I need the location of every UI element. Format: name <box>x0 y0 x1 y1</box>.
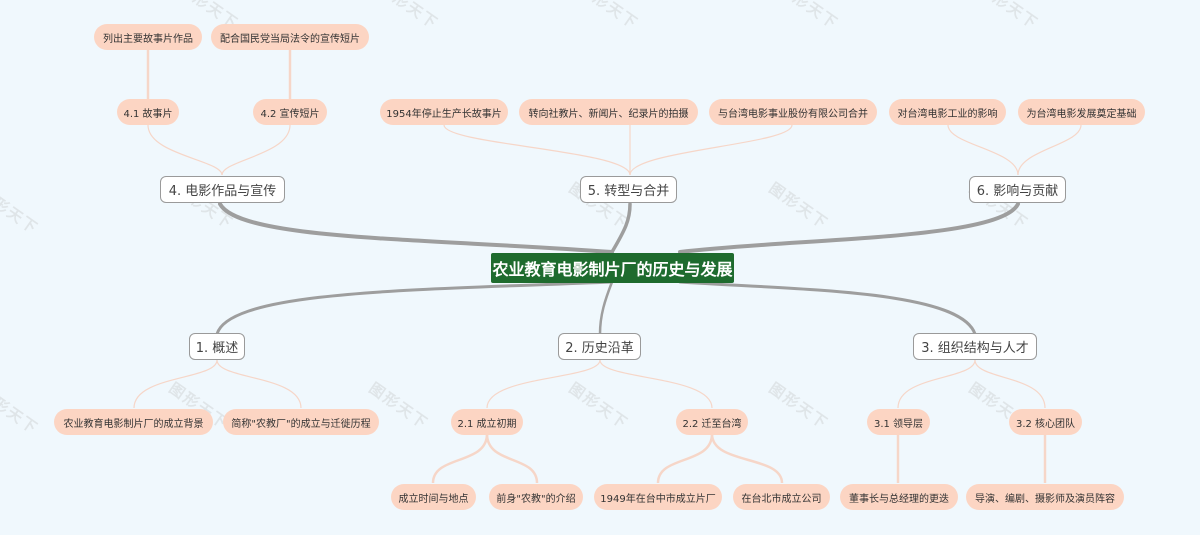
leaf-label: 配合国民党当局法令的宣传短片 <box>220 33 360 45</box>
subtopic-label: 4.1 故事片 <box>123 108 173 120</box>
root-label: 农业教育电影制片厂的历史与发展 <box>492 260 733 279</box>
subtopic-node[interactable]: 2.2 迁至台湾 <box>676 409 748 435</box>
watermark: 图形天下 <box>0 384 42 438</box>
watermark: 图形天下 <box>575 0 642 33</box>
leaf-node[interactable]: 列出主要故事片作品 <box>94 24 202 50</box>
leaf-node[interactable]: 配合国民党当局法令的宣传短片 <box>211 24 369 50</box>
subtopic-label: 简称"农教厂"的成立与迁徙历程 <box>231 418 371 430</box>
subtopic-label: 农业教育电影制片厂的成立背景 <box>63 418 204 430</box>
watermark: 图形天下 <box>975 0 1042 33</box>
leaf-label: 1949年在台中市成立片厂 <box>600 493 716 505</box>
leaf-node[interactable]: 成立时间与地点 <box>391 484 476 510</box>
leaf-node[interactable]: 导演、编剧、摄影师及演员阵容 <box>966 484 1124 510</box>
watermark: 图形天下 <box>765 179 832 233</box>
leaf-label: 导演、编剧、摄影师及演员阵容 <box>975 493 1115 505</box>
subtopic-label: 转向社教片、新闻片、纪录片的拍摄 <box>528 108 689 120</box>
root-node[interactable]: 农业教育电影制片厂的历史与发展 <box>491 253 734 283</box>
subtopic-node[interactable]: 1954年停止生产长故事片 <box>380 99 508 125</box>
branch-label: 2. 历史沿革 <box>565 341 634 356</box>
watermark: 图形天下 <box>775 0 842 33</box>
subtopic-node[interactable]: 对台湾电影工业的影响 <box>889 99 1006 125</box>
subtopic-label: 4.2 宣传短片 <box>260 108 320 120</box>
leaf-node[interactable]: 在台北市成立公司 <box>733 484 830 510</box>
branch-label: 3. 组织结构与人才 <box>921 341 1029 356</box>
branch-3-node[interactable]: 3. 组织结构与人才 <box>913 333 1037 360</box>
branch-label: 6. 影响与贡献 <box>976 184 1059 199</box>
watermark: 图形天下 <box>765 379 832 433</box>
subtopic-node[interactable]: 3.2 核心团队 <box>1009 409 1082 435</box>
leaf-label: 成立时间与地点 <box>398 493 469 505</box>
subtopic-label: 1954年停止生产长故事片 <box>386 108 502 120</box>
subtopic-node[interactable]: 简称"农教厂"的成立与迁徙历程 <box>223 409 379 435</box>
subtopic-label: 2.2 迁至台湾 <box>682 418 742 430</box>
branch-6-node[interactable]: 6. 影响与贡献 <box>969 176 1066 203</box>
leaf-node[interactable]: 1949年在台中市成立片厂 <box>594 484 722 510</box>
subtopic-label: 3.1 领导层 <box>873 418 924 430</box>
branch-4-node[interactable]: 4. 电影作品与宣传 <box>160 176 285 203</box>
branch-label: 4. 电影作品与宣传 <box>168 184 277 199</box>
subtopic-node[interactable]: 为台湾电影发展奠定基础 <box>1018 99 1145 125</box>
subtopic-node[interactable]: 2.1 成立初期 <box>451 409 523 435</box>
subtopic-node[interactable]: 转向社教片、新闻片、纪录片的拍摄 <box>519 99 698 125</box>
subtopic-label: 2.1 成立初期 <box>457 418 517 430</box>
subtopic-label: 与台湾电影事业股份有限公司合并 <box>718 108 868 120</box>
leaf-node[interactable]: 董事长与总经理的更迭 <box>840 484 958 510</box>
subtopic-node[interactable]: 4.1 故事片 <box>117 99 179 125</box>
subtopic-node[interactable]: 与台湾电影事业股份有限公司合并 <box>709 99 877 125</box>
branch-1-node[interactable]: 1. 概述 <box>189 333 245 360</box>
leaf-node[interactable]: 前身"农教"的介绍 <box>489 484 583 510</box>
watermark: 图形天下 <box>375 0 442 33</box>
subtopic-label: 对台湾电影工业的影响 <box>897 108 998 120</box>
leaf-label: 在台北市成立公司 <box>741 493 822 505</box>
leaf-label: 列出主要故事片作品 <box>103 33 193 45</box>
subtopic-node[interactable]: 4.2 宣传短片 <box>253 99 327 125</box>
subtopic-node[interactable]: 3.1 领导层 <box>867 409 930 435</box>
leaf-label: 前身"农教"的介绍 <box>496 493 576 505</box>
watermark: 图形天下 <box>0 184 42 238</box>
leaf-label: 董事长与总经理的更迭 <box>849 493 949 505</box>
subtopic-label: 3.2 核心团队 <box>1015 418 1076 430</box>
subtopic-label: 为台湾电影发展奠定基础 <box>1026 108 1137 120</box>
branch-5-node[interactable]: 5. 转型与合并 <box>580 176 677 203</box>
branch-label: 1. 概述 <box>195 341 239 356</box>
branch-2-node[interactable]: 2. 历史沿革 <box>558 333 641 360</box>
subtopic-node[interactable]: 农业教育电影制片厂的成立背景 <box>54 409 213 435</box>
watermark: 图形天下 <box>565 379 632 433</box>
branch-label: 5. 转型与合并 <box>587 184 670 199</box>
